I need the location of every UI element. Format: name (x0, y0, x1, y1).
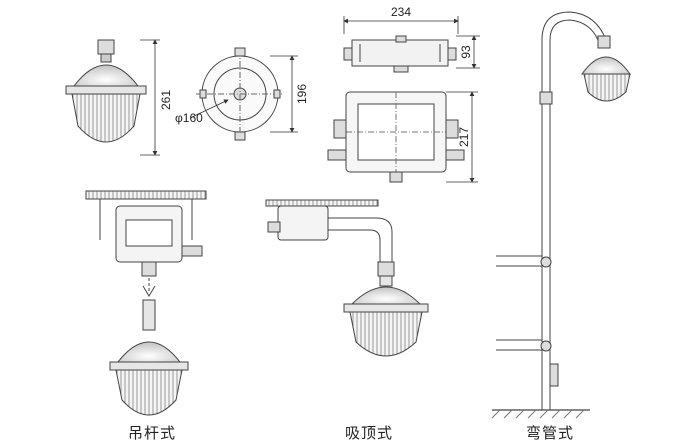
box-height-label: 217 (457, 127, 471, 147)
bent-pole-assembly (491, 11, 631, 419)
base-top-view (196, 47, 284, 141)
junction-box-front-view (327, 91, 465, 183)
ceiling-mount-assembly (265, 199, 429, 357)
box-width-dimension: 234 (343, 5, 459, 34)
lamp-height-label: 261 (159, 90, 173, 110)
base-diameter-dimension: φ160 (175, 99, 229, 125)
box-width-label: 234 (391, 5, 411, 19)
lamp-height-dimension: 261 (140, 39, 173, 156)
base-height-label: 196 (295, 84, 309, 104)
pendant-mount-assembly (85, 190, 207, 416)
lamp-side-view (65, 39, 147, 143)
box-depth-label: 93 (459, 45, 473, 59)
box-height-dimension: 217 (446, 91, 478, 183)
box-depth-dimension: 93 (456, 35, 480, 69)
junction-box-side-view (343, 35, 457, 73)
caption-pendant: 吊杆式 (128, 424, 177, 442)
caption-ceiling: 吸顶式 (345, 424, 394, 442)
base-diameter-label: φ160 (175, 111, 203, 125)
base-height-dimension: 196 (270, 55, 309, 133)
caption-bent-pole: 弯管式 (526, 424, 575, 442)
